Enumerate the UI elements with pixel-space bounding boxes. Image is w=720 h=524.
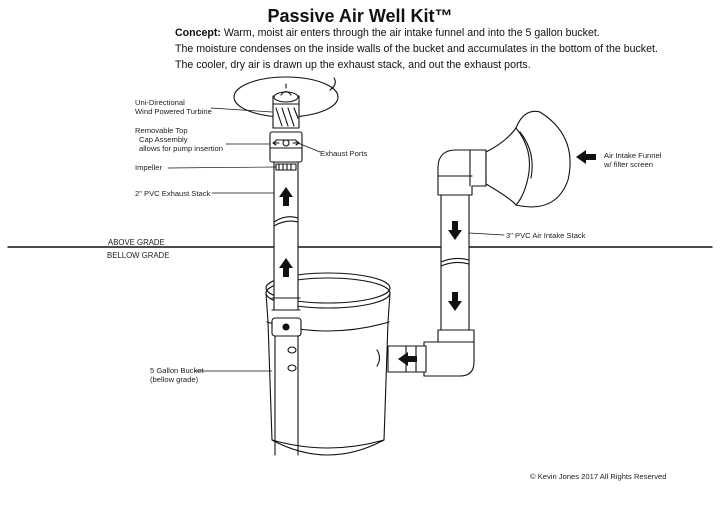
arrow-up-exhaust-upper [279,187,293,206]
copyright-notice: © Kevin Jones 2017 All Rights Reserved [530,472,667,481]
concept-label: Concept: [175,27,221,39]
leader-lines [167,107,505,372]
label-bucket-line-2: (bellow grade) [150,375,199,384]
label-intake-funnel: Air Intake Funnel w/ filter screen [604,151,661,169]
flow-arrows [279,150,596,366]
bucket [265,272,391,456]
concept-line-3: The cooler, dry air is drawn up the exha… [175,59,531,71]
arrow-up-exhaust-lower [279,258,293,277]
label-turbine-line-1: Uni-Directional [135,98,185,107]
concept-line-1: Concept: Warm, moist air enters through … [175,27,600,40]
label-cap-line-1: Removable Top [135,126,188,135]
concept-line-2: The moisture condenses on the inside wal… [175,43,658,55]
intake-stack [376,149,487,377]
arrow-left-inlet [398,352,417,366]
label-bucket-line-1: 5 Gallon Bucket [150,366,204,375]
intake-funnel [485,110,571,208]
arrow-down-intake-lower [448,292,462,311]
label-exhaust-stack: 2" PVC Exhaust Stack [135,189,211,198]
label-impeller: Impeller [135,163,163,172]
label-funnel-line-1: Air Intake Funnel [604,151,662,160]
exhaust-stack [269,131,303,456]
label-turbine-line-2: Wind Powered Turbine [135,107,212,116]
label-cap-line-3: allows for pump insertion [139,144,223,153]
label-exhaust-ports: Exhaust Ports [320,149,368,158]
label-bucket: 5 Gallon Bucket (bellow grade) [150,366,204,384]
label-above-grade: ABOVE GRADE [108,238,165,247]
label-cap-line-2: Cap Assembly [139,135,188,144]
label-below-grade: BELLOW GRADE [107,251,170,260]
page-title: Passive Air Well Kit™ [267,6,453,26]
arrow-down-intake-upper [448,221,462,240]
wind-turbine [233,76,339,129]
concept-text-1: Warm, moist air enters through the air i… [220,27,600,39]
label-funnel-line-2: w/ filter screen [604,160,653,169]
label-intake-stack: 3" PVC Air Intake Stack [506,231,586,240]
arrow-left-funnel [576,150,596,164]
label-cap-assembly: Removable Top Cap Assembly allows for pu… [135,126,223,153]
label-turbine: Uni-Directional Wind Powered Turbine [135,98,212,116]
